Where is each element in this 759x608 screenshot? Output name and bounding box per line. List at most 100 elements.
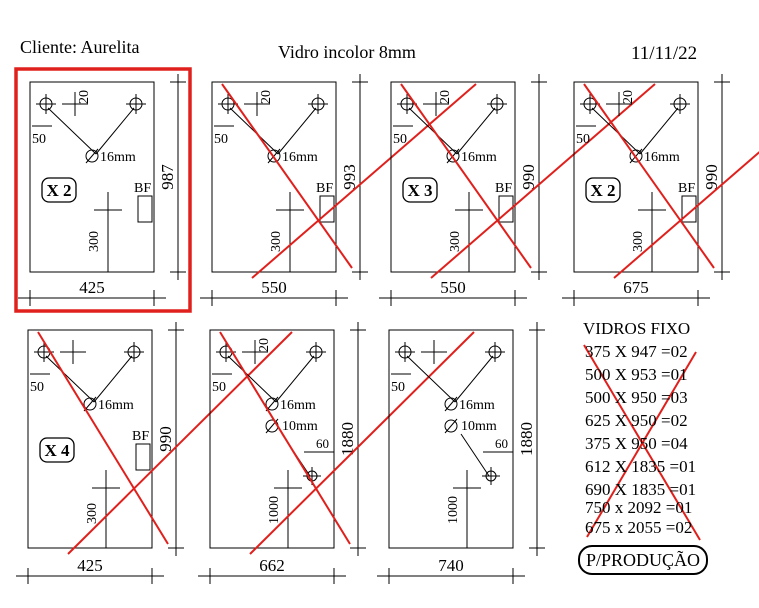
hole-diameter-label: 16mm xyxy=(459,398,495,413)
lower-offset-label: 1000 xyxy=(267,496,282,524)
hole-icon xyxy=(580,94,600,114)
quantity-badge xyxy=(41,177,77,203)
width-label: 425 xyxy=(77,556,103,575)
bf-box xyxy=(319,195,335,223)
leader-line xyxy=(45,355,95,403)
width-label: 425 xyxy=(79,278,105,297)
height-label: 993 xyxy=(340,164,359,190)
cross-out-line xyxy=(613,151,759,279)
hole-icon xyxy=(124,342,144,362)
hole-icon xyxy=(306,342,326,362)
bf-box xyxy=(498,195,514,223)
hole-diameter-label: 16mm xyxy=(461,150,497,165)
hole-diameter-label: 16mm xyxy=(644,150,680,165)
hole-icon xyxy=(482,467,500,485)
cross-out-line xyxy=(37,331,169,545)
quantity-label: X 2 xyxy=(46,181,71,200)
diameter-icon xyxy=(444,396,458,412)
quantity-label: X 4 xyxy=(44,441,70,460)
leader-line xyxy=(95,107,135,155)
glass-outline xyxy=(390,81,516,273)
bf-label: BF xyxy=(134,181,151,196)
production-stamp: P/PRODUÇÃO xyxy=(578,545,709,575)
leader-line xyxy=(93,355,133,403)
height-label: 1880 xyxy=(338,422,357,456)
small-hole-diameter-label: 10mm xyxy=(282,419,318,434)
hole-diameter-label: 16mm xyxy=(100,150,136,165)
cross-out-line xyxy=(249,331,475,555)
hole-icon xyxy=(36,94,56,114)
glass-outline xyxy=(573,81,699,273)
hole-icon xyxy=(485,342,505,362)
cross-out-line xyxy=(400,83,532,269)
quantity-label: X 2 xyxy=(590,181,615,200)
fixed-list-item: 690 X 1835 =01 xyxy=(585,480,697,499)
fixed-list-item: 375 X 950 =04 xyxy=(585,434,688,453)
hole-icon xyxy=(395,342,415,362)
dimension-50-label: 50 xyxy=(576,132,590,147)
height-label: 990 xyxy=(702,164,721,190)
hole-diameter-label: 16mm xyxy=(98,398,134,413)
diameter-icon xyxy=(265,418,279,434)
fixed-list-item: 675 x 2055 =02 xyxy=(585,518,693,537)
dimension-50-label: 50 xyxy=(214,132,228,147)
diameter-icon xyxy=(444,418,458,434)
fixed-list-item: 375 X 947 =02 xyxy=(585,342,688,361)
quantity-badge xyxy=(39,437,75,463)
height-label: 987 xyxy=(158,164,177,190)
glass-outline xyxy=(211,81,337,273)
bf-label: BF xyxy=(495,181,512,196)
hole-icon xyxy=(487,94,507,114)
width-label: 550 xyxy=(440,278,466,297)
width-label: 740 xyxy=(438,556,464,575)
dimension-20-label: 20 xyxy=(259,90,274,104)
material-label: Vidro incolor 8mm xyxy=(278,42,416,62)
bf-box xyxy=(135,443,151,471)
quantity-badge xyxy=(402,177,438,203)
width-label: 662 xyxy=(259,556,285,575)
leader-line xyxy=(227,355,277,403)
fixed-list-item: 612 X 1835 =01 xyxy=(585,457,697,476)
bf-box xyxy=(137,195,153,223)
glass-outline xyxy=(388,329,514,549)
leader-line xyxy=(456,107,496,155)
bf-label: BF xyxy=(316,181,333,196)
cross-out-line xyxy=(67,331,293,555)
dimension-50-label: 50 xyxy=(30,380,44,395)
hole-icon xyxy=(397,94,417,114)
dimension-20-label: 20 xyxy=(257,338,272,352)
glass-outline xyxy=(209,329,335,549)
leader-line xyxy=(406,355,456,403)
document-date: 11/11/22 xyxy=(631,43,698,64)
cross-out-line xyxy=(251,83,477,279)
hole-icon xyxy=(308,94,328,114)
hole-icon xyxy=(126,94,146,114)
bf-box xyxy=(681,195,697,223)
dimension-20-label: 20 xyxy=(438,90,453,104)
right-offset-label: 60 xyxy=(495,436,508,451)
selected-highlight-frame xyxy=(14,67,192,313)
fixed-list-title: VIDROS FIXO xyxy=(583,319,691,338)
hole-icon xyxy=(218,94,238,114)
lower-offset-label: 300 xyxy=(87,231,102,252)
fixed-list-cross-out xyxy=(583,344,701,541)
glass-outline xyxy=(27,329,153,549)
dimension-20-label: 20 xyxy=(621,90,636,104)
fixed-list-item: 500 X 950 =03 xyxy=(585,388,688,407)
leader-line xyxy=(47,107,97,155)
lower-offset-label: 1000 xyxy=(446,496,461,524)
height-label: 1880 xyxy=(517,422,536,456)
glass-outline xyxy=(29,81,155,273)
height-label: 990 xyxy=(156,426,175,452)
leader-line xyxy=(275,355,315,403)
fixed-list-item: 625 X 950 =02 xyxy=(585,411,688,430)
hole-diameter-label: 16mm xyxy=(280,398,316,413)
lower-offset-label: 300 xyxy=(85,503,100,524)
right-offset-label: 60 xyxy=(316,436,329,451)
